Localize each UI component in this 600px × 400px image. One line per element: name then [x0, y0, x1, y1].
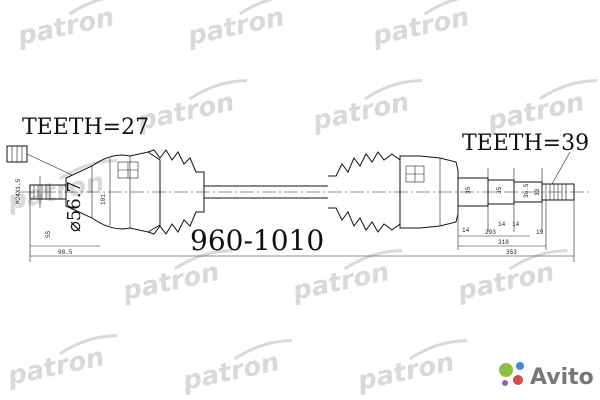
teeth-right-leader: [551, 151, 571, 185]
dim-d14: 33: [534, 188, 541, 196]
dim-d3: 101: [100, 194, 107, 205]
watermark-text: patron: [4, 342, 107, 392]
dimension-lines: [29, 168, 575, 262]
watermark-text: patron: [184, 2, 287, 52]
outer-boot: [147, 149, 205, 235]
dim-d13: 36.5: [523, 183, 530, 198]
watermark-text: patron: [454, 257, 557, 307]
dim-d10: 19: [536, 229, 544, 236]
dim-d8: 318: [498, 239, 509, 246]
dim-d4: 14: [462, 227, 470, 234]
watermark-text: patron: [14, 2, 117, 52]
dim-d11: 35: [465, 186, 472, 194]
avito-brand-text: Avito: [530, 365, 594, 390]
avito-brand: Avito: [499, 362, 594, 390]
watermark-text: patron: [179, 347, 282, 397]
watermark-text: patron: [484, 87, 587, 137]
dim-d1: 55: [45, 230, 52, 238]
watermark-text: patron: [119, 257, 222, 307]
watermark-text: patron: [134, 87, 237, 137]
dim-d6: 14: [512, 221, 520, 228]
avito-logo-icon: [499, 362, 524, 386]
teeth-left-label: TEETH=27: [22, 115, 149, 140]
diameter-label: ⌀56.7: [64, 181, 85, 232]
dim-d12: 35: [496, 186, 503, 194]
watermark-text: patron: [369, 2, 472, 52]
main-shaft: [204, 185, 328, 199]
teeth-right-label: TEETH=39: [462, 131, 589, 156]
watermark-text: patron: [309, 87, 412, 137]
dim-d5: 14: [498, 221, 506, 228]
outer-cv-joint: [65, 151, 161, 233]
watermark-text: patron: [354, 347, 457, 397]
dim-d7: 293: [485, 229, 496, 236]
length-label: 960-1010: [190, 224, 324, 257]
watermark-layer: patron patron patron patron patron patro…: [4, 0, 598, 397]
watermark-text: patron: [289, 257, 392, 307]
nut-detail: [6, 145, 73, 176]
dim-d9: 353: [506, 249, 517, 256]
dim-thread: M24X1.5: [15, 178, 22, 204]
dim-d2: 98.5: [58, 249, 73, 256]
